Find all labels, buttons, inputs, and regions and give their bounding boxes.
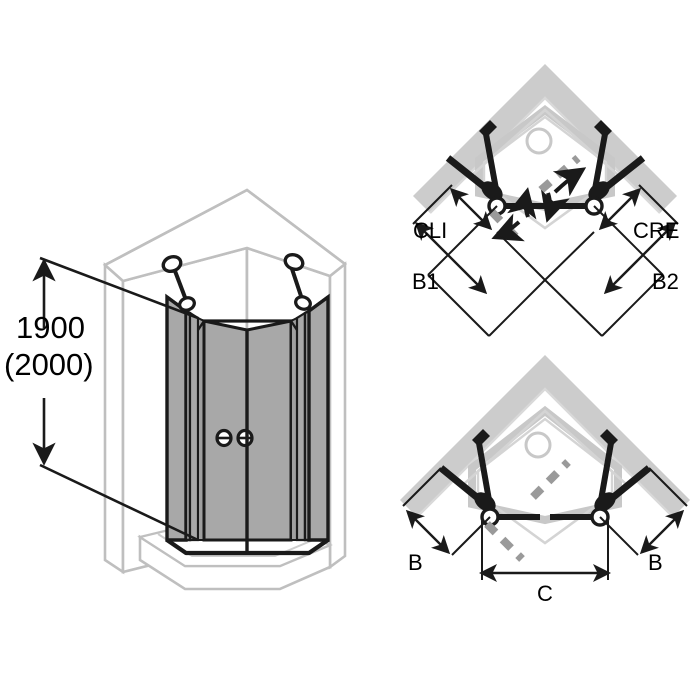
plan-bottom-right-hinge-block xyxy=(594,492,616,512)
dimension-extension-top xyxy=(39,256,199,320)
right-door-leaf xyxy=(245,319,293,542)
plan-bottom-left-wallprofile xyxy=(472,429,490,447)
plan-top-left-fixed-panel xyxy=(483,133,499,190)
label-b-right: B xyxy=(648,550,663,575)
plan-bottom-dashed-upper xyxy=(530,459,571,500)
left-bracket-foot xyxy=(178,296,196,312)
isometric-view: 1900 (2000) xyxy=(4,188,348,591)
right-top-edge xyxy=(308,295,329,313)
b2-close-guide xyxy=(544,279,603,337)
left-hinge-strip xyxy=(188,311,200,542)
b-right-guide-b xyxy=(599,516,639,556)
plan-bottom-dashed-lower xyxy=(484,521,525,562)
plan-top-drain xyxy=(525,127,553,155)
plan-bottom-left-hinge-block xyxy=(474,492,496,512)
right-bracket-arm xyxy=(290,268,304,300)
center-guide-right xyxy=(544,231,595,281)
plan-top-right-wallprofile xyxy=(594,120,612,138)
b1-close-guide xyxy=(488,279,546,337)
b1-dimension-line xyxy=(414,221,488,295)
plan-bottom-right-fixed-panel xyxy=(598,442,614,501)
right-side-panel xyxy=(307,293,330,542)
label-cli: CLI xyxy=(413,218,447,243)
b-right-dimension-line xyxy=(639,509,685,555)
label-cre: CRE xyxy=(633,218,679,243)
b2-dimension-line xyxy=(603,221,677,295)
b-left-guide-a xyxy=(402,467,442,507)
plan-top-left-wallprofile xyxy=(479,120,497,138)
b1-guide xyxy=(427,274,490,337)
plan-bottom-dimensions: B B C xyxy=(402,467,688,606)
left-side-panel xyxy=(165,293,188,542)
label-b-left: B xyxy=(408,550,423,575)
cre-guide-b xyxy=(638,184,679,225)
cli-dimension-line xyxy=(449,187,493,231)
left-wall-edge xyxy=(103,262,125,575)
plan-bottom-tray xyxy=(468,405,622,525)
plan-view-top: CLI CRE B1 B2 xyxy=(412,64,679,337)
height-value-primary: 1900 xyxy=(16,310,85,345)
door-knobs xyxy=(215,330,254,553)
plan-top-tray-inner xyxy=(482,115,608,189)
plan-top-swing-arrow-up xyxy=(507,187,537,220)
plan-top-right-fixed-panel xyxy=(592,133,608,190)
label-b1: B1 xyxy=(412,269,439,294)
plan-top-dimensions: CLI CRE B1 B2 xyxy=(412,184,679,337)
b-right-guide-a xyxy=(648,467,688,507)
cre-dimension-line xyxy=(598,187,642,231)
wall-top-ridge xyxy=(104,188,346,267)
height-dimension: 1900 (2000) xyxy=(4,256,199,542)
right-bracket-foot xyxy=(294,295,312,311)
plan-bottom-tray-inner xyxy=(476,417,614,500)
plan-bottom-room-outline xyxy=(416,387,674,518)
plan-view-bottom: B B C xyxy=(400,355,690,606)
center-guide-left xyxy=(496,231,546,281)
enclosure-outline-right xyxy=(166,297,330,555)
cli-guide-b xyxy=(412,184,453,225)
plan-top-swing-arrow-lower-left xyxy=(491,213,525,242)
left-bracket-arm xyxy=(173,270,188,301)
plan-bottom-drain xyxy=(524,431,552,459)
label-c: C xyxy=(537,581,553,606)
b-left-guide-b xyxy=(451,516,491,556)
label-b2: B2 xyxy=(652,269,679,294)
b-left-dimension-line xyxy=(405,509,451,555)
right-wall-edge xyxy=(328,261,347,570)
b2-guide xyxy=(601,274,664,337)
height-value-alternate: (2000) xyxy=(4,347,94,382)
left-bracket-eye xyxy=(161,254,183,274)
left-top-bevel xyxy=(197,320,205,331)
right-bracket-eye xyxy=(283,252,305,272)
plan-bottom-left-fixed-panel xyxy=(476,442,492,501)
plan-top-swing-arrow-down xyxy=(541,189,570,223)
right-top-bevel xyxy=(290,320,298,331)
plan-bottom-right-wallprofile xyxy=(600,429,618,447)
dimension-extension-bottom xyxy=(39,463,199,542)
stabiliser-brackets xyxy=(161,252,312,312)
